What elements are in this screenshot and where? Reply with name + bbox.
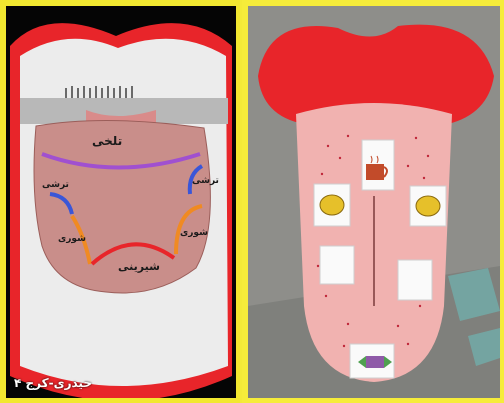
right-photo-frame xyxy=(242,0,504,403)
lemon-icon-left xyxy=(320,195,344,215)
label-sour-right: ترشی xyxy=(192,176,219,186)
card-blank-left xyxy=(320,246,354,284)
mouth-illustration xyxy=(6,6,236,398)
tongue-taste-map-photo: تلخی ترشی ترشی شوری شوری شیرینی حیدری-کر… xyxy=(6,6,236,398)
card-blank-right xyxy=(398,260,432,300)
tongue-craft-illustration xyxy=(248,6,500,398)
label-sweet: شیرینی xyxy=(118,260,160,273)
caption: حیدری-کرج ۴ xyxy=(14,376,92,390)
lemon-icon-right xyxy=(416,196,440,216)
label-salty-left: شوری xyxy=(58,234,86,244)
left-photo-frame: تلخی ترشی ترشی شوری شوری شیرینی حیدری-کر… xyxy=(0,0,240,403)
label-sour-left: ترشی xyxy=(42,180,69,190)
label-salty-right: شوری xyxy=(180,228,208,238)
tongue-craft-photo xyxy=(248,6,500,398)
label-bitter: تلخی xyxy=(92,134,122,148)
